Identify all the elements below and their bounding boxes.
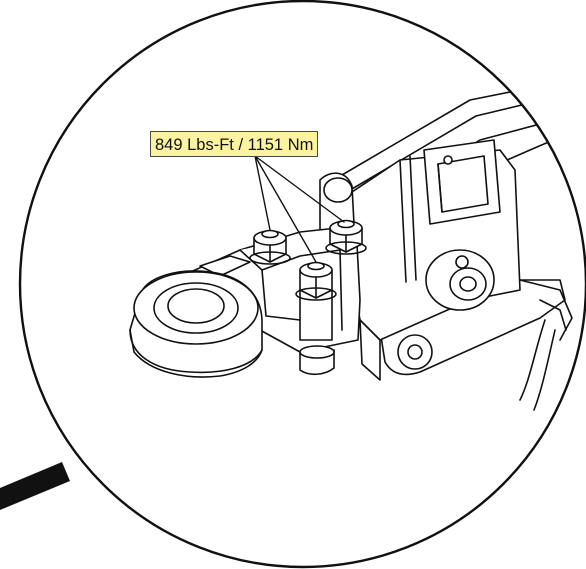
bolt-head-middle (295, 261, 337, 341)
pivot-bushing (425, 249, 495, 311)
torque-spec-label: 849 Lbs-Ft / 1151 Nm (150, 131, 319, 157)
leader-lines (254, 155, 345, 263)
magnifier-handle (0, 462, 70, 510)
shackle-link (379, 279, 573, 411)
square-tube (423, 139, 501, 225)
arm-eye-end (129, 270, 263, 378)
bottom-nut (299, 345, 335, 376)
bolt-head-left (249, 229, 291, 265)
magnifier-lens (18, 0, 586, 569)
bolt-head-upper (325, 219, 367, 255)
